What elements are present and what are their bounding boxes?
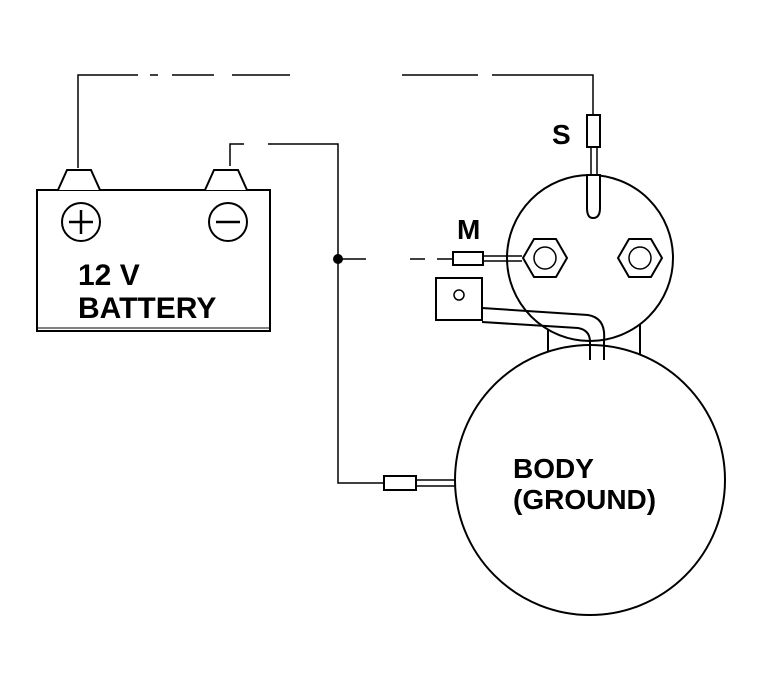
battery-voltage-label: 12 V xyxy=(78,259,140,292)
s-terminal-label: S xyxy=(552,119,571,150)
field-strap xyxy=(435,277,606,360)
negative-lead-wire xyxy=(229,143,384,484)
battery: 12 V BATTERY xyxy=(36,169,271,332)
battery-name-label: BATTERY xyxy=(78,292,216,325)
body-ground-connector xyxy=(383,475,456,491)
motor-body-label: BODY xyxy=(513,453,594,484)
negative-battery-post xyxy=(204,169,248,191)
s-terminal-connector xyxy=(586,114,601,220)
m-terminal-nut xyxy=(521,238,569,278)
wire-junction-dot xyxy=(333,254,343,264)
starter-motor: S M BODY (GROUND) xyxy=(383,114,726,616)
positive-terminal-symbol xyxy=(61,202,101,242)
m-terminal-connector xyxy=(452,251,522,266)
motor-ground-label: (GROUND) xyxy=(513,484,656,515)
positive-lead-wire xyxy=(77,74,594,168)
negative-terminal-symbol xyxy=(208,202,248,242)
b-terminal-nut xyxy=(616,238,664,278)
m-terminal-label: M xyxy=(457,214,480,245)
positive-battery-post xyxy=(57,169,101,191)
